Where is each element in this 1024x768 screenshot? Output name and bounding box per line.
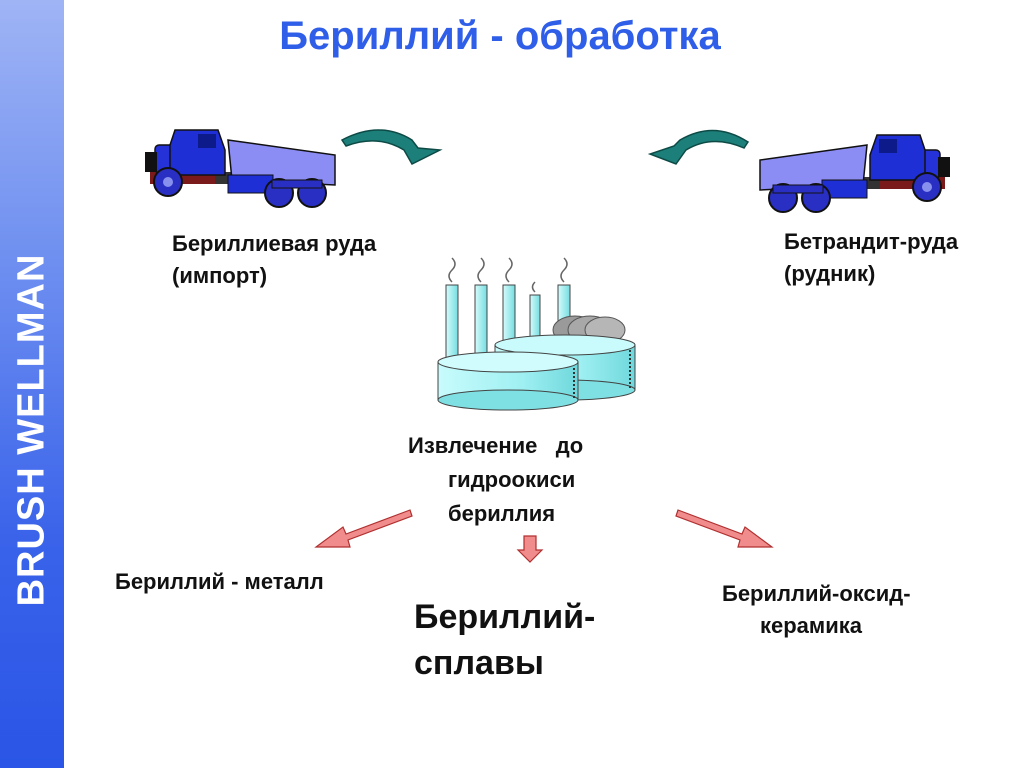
source-left-line1: Бериллиевая руда <box>172 231 377 256</box>
output-ceramic-line1: Бериллий-оксид- <box>722 581 911 606</box>
factory-icon <box>437 257 636 411</box>
truck-icon <box>145 129 336 208</box>
output-metal-label: Бериллий - металл <box>115 569 324 594</box>
curved-arrow-icon <box>647 129 750 165</box>
arrow-icon <box>516 535 544 563</box>
truck-icon <box>759 134 950 213</box>
output-alloys-line2: сплавы <box>414 644 544 682</box>
output-alloys-line1: Бериллий- <box>414 598 596 636</box>
source-right-line2: (рудник) <box>784 261 876 286</box>
arrow-icon <box>675 509 774 548</box>
sidebar: BRUSH WELLMAN <box>0 0 64 768</box>
curved-arrow-icon <box>340 129 443 165</box>
arrow-icon <box>314 509 413 548</box>
page-title: Бериллий - обработка <box>279 14 721 58</box>
process-line2: гидроокиси <box>448 467 576 492</box>
source-right-line1: Бетрандит-руда <box>784 229 959 254</box>
process-line3: бериллия <box>448 501 556 526</box>
source-left-label: Бериллиевая руда (импорт) <box>172 228 376 292</box>
output-ceramic-line2: керамика <box>760 613 862 638</box>
source-left-line2: (импорт) <box>172 263 268 288</box>
source-right-label: Бетрандит-руда (рудник) <box>784 226 958 290</box>
output-alloys-label: Бериллий- сплавы <box>414 594 595 686</box>
process-line1: Извлечение до <box>408 433 584 458</box>
